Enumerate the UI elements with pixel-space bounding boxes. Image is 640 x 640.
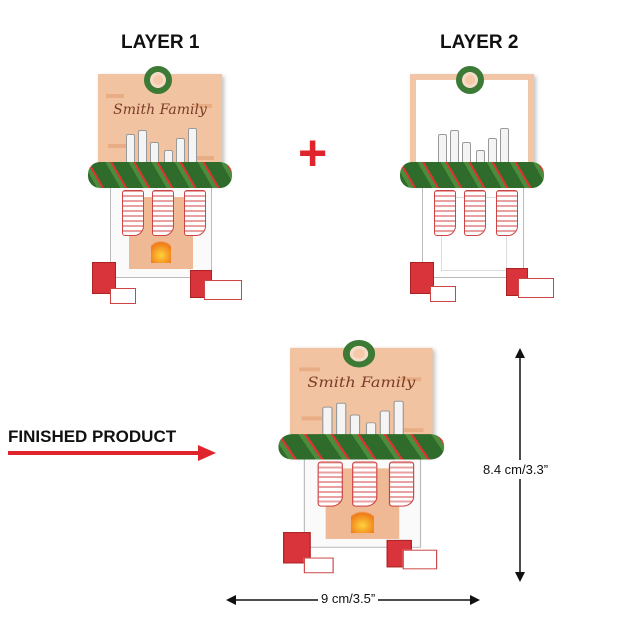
stocking bbox=[388, 461, 415, 507]
gift-icon bbox=[518, 278, 554, 298]
candles bbox=[315, 399, 407, 438]
wreath-icon bbox=[144, 66, 172, 94]
fire-icon bbox=[151, 237, 171, 263]
plus-sign: + bbox=[298, 125, 328, 181]
stocking bbox=[434, 190, 456, 236]
finished-product-label: FINISHED PRODUCT bbox=[8, 427, 177, 446]
gift-icon bbox=[402, 549, 438, 570]
candles bbox=[432, 126, 512, 166]
fire-icon bbox=[350, 507, 374, 534]
stocking bbox=[122, 190, 144, 236]
layer1-heading: LAYER 1 bbox=[121, 32, 200, 53]
wreath-icon bbox=[342, 340, 376, 368]
layer2-ornament bbox=[400, 66, 554, 302]
height-label: 8.4 cm/3.3” bbox=[483, 460, 549, 479]
stocking bbox=[496, 190, 518, 236]
layer1-ornament: Smith Family bbox=[88, 66, 242, 304]
red-arrow-icon bbox=[8, 445, 216, 461]
gift-icon bbox=[110, 288, 136, 304]
stocking bbox=[317, 461, 343, 507]
width-label: 9 cm/3.5” bbox=[318, 591, 379, 606]
family-name: Smith Family bbox=[307, 375, 416, 391]
family-name: Smith Family bbox=[113, 102, 207, 118]
stocking bbox=[352, 461, 378, 507]
stocking bbox=[152, 190, 174, 236]
garland bbox=[278, 434, 445, 460]
gift-icon bbox=[430, 286, 456, 302]
candles bbox=[120, 126, 200, 166]
wreath-icon bbox=[456, 66, 484, 94]
finished-ornament: Smith Family bbox=[278, 340, 445, 574]
stocking bbox=[464, 190, 486, 236]
garland bbox=[400, 162, 544, 188]
layer2-heading: LAYER 2 bbox=[440, 32, 519, 53]
stocking bbox=[184, 190, 206, 236]
gift-icon bbox=[204, 280, 242, 300]
gift-icon bbox=[303, 557, 334, 574]
garland bbox=[88, 162, 232, 188]
